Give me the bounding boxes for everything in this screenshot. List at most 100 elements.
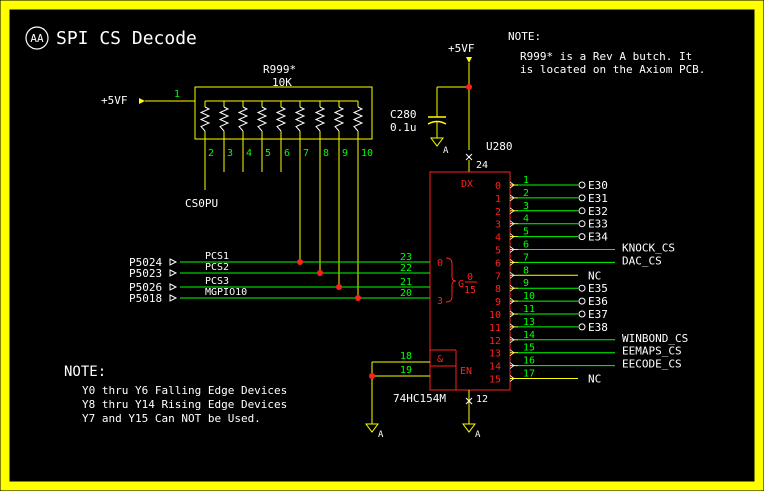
inverter-bubble-icon xyxy=(509,323,515,331)
resistor-pin-number: 3 xyxy=(227,148,233,159)
inverter-bubble-icon xyxy=(509,207,515,215)
decoder-g-range: 0 xyxy=(467,272,473,283)
inverter-bubble-icon xyxy=(509,220,515,228)
output-index: 3 xyxy=(495,220,501,231)
supply-arrow-icon xyxy=(466,57,472,63)
inverter-bubble-icon xyxy=(509,246,515,253)
offpage-connector-icon xyxy=(578,181,586,189)
offpage-connector-icon xyxy=(578,207,586,215)
supply-arrow-icon xyxy=(139,98,145,104)
enable-nets: 18 19 A xyxy=(365,351,430,440)
ground-icon xyxy=(462,423,476,433)
resistor-element-icon xyxy=(256,106,268,132)
decoder-part: 74HC154M xyxy=(393,392,446,405)
inverter-bubble-icon xyxy=(509,271,515,279)
decoder-ic: U280 DX G 0 15 0 3 & EN 74HC154M 12 A 01… xyxy=(393,140,513,440)
ground-icon xyxy=(365,423,379,433)
junction-dot xyxy=(355,295,361,301)
note-bottom-line: Y0 thru Y6 Falling Edge Devices xyxy=(82,384,287,397)
inverter-bubble-icon xyxy=(509,375,515,382)
offpage-connector-icon xyxy=(578,297,586,305)
vcc-pin-number: 24 xyxy=(476,160,488,171)
input-pin-number: 20 xyxy=(400,288,412,299)
capacitor-value: 0.1u xyxy=(390,121,417,134)
offpage-connector-icon xyxy=(578,323,586,331)
inverter-bubble-icon xyxy=(509,362,515,369)
offpage-connector-icon xyxy=(578,233,586,241)
resistor-element-icon xyxy=(199,106,211,132)
resistor-pin-number: 5 xyxy=(265,148,271,159)
decoder-ground-label: A xyxy=(475,430,481,440)
output-pin-number: 13 xyxy=(523,317,535,328)
note-bottom-heading: NOTE: xyxy=(64,364,106,380)
output-index: 11 xyxy=(489,323,501,334)
output-pin-number: 16 xyxy=(523,356,535,367)
pin-cross-icon xyxy=(465,153,473,161)
output-pin-number: 3 xyxy=(523,201,529,212)
input-pin-number: 21 xyxy=(400,277,412,288)
output-index: 7 xyxy=(495,271,501,282)
output-index: 14 xyxy=(489,362,501,373)
offpage-connector-icon xyxy=(578,194,586,202)
port-connector-icon xyxy=(169,294,178,302)
resistor-pack-body xyxy=(194,86,373,140)
resistor-pin-number: 9 xyxy=(342,148,348,159)
note-top-line: is located on the Axiom PCB. xyxy=(520,63,705,76)
ground-icon xyxy=(430,137,444,147)
note-top-line: R999* is a Rev A butch. It xyxy=(520,50,692,63)
output-pin-number: 10 xyxy=(523,291,535,302)
capacitor-ref: C280 xyxy=(390,108,417,121)
input-net-label: PCS1 xyxy=(205,251,229,262)
decoder-in-last: 3 xyxy=(437,296,443,307)
output-label: E34 xyxy=(588,231,608,244)
pin-cross-icon xyxy=(465,397,473,405)
offpage-connector-icon xyxy=(578,220,586,228)
enable-pin-number: 19 xyxy=(400,365,412,376)
enable-ground-label: A xyxy=(378,430,384,440)
page-title: SPI CS Decode xyxy=(56,28,197,49)
input-pin-number: 23 xyxy=(400,252,412,263)
offpage-connector-icon xyxy=(578,284,586,292)
note-bottom-line: Y8 thru Y14 Rising Edge Devices xyxy=(82,398,287,411)
output-pin-number: 11 xyxy=(523,304,535,315)
output-index: 6 xyxy=(495,258,501,269)
resistor-element-icon xyxy=(314,106,326,132)
output-label: NC xyxy=(588,373,601,386)
resistor-element-icon xyxy=(333,106,345,132)
inverter-bubble-icon xyxy=(509,310,515,318)
port-connector-icon xyxy=(169,269,178,277)
inverter-bubble-icon xyxy=(509,233,515,240)
input-port-label: P5024 xyxy=(129,256,162,269)
output-pin-number: 17 xyxy=(523,369,535,380)
decoder-g-range-bottom: 15 xyxy=(464,285,476,296)
title-badge-circle xyxy=(25,26,49,50)
output-label: E37 xyxy=(588,308,608,321)
output-label: KNOCK_CS xyxy=(622,242,675,255)
decoupling-capacitor: +5VF A C280 0.1u 24 xyxy=(390,42,488,172)
output-index: 10 xyxy=(489,310,501,321)
output-index: 9 xyxy=(495,297,501,308)
output-index: 12 xyxy=(489,336,501,347)
decoder-body xyxy=(429,171,511,391)
port-connector-icon xyxy=(169,258,178,266)
output-pin-number: 14 xyxy=(523,330,535,341)
output-label: E31 xyxy=(588,192,608,205)
inverter-bubble-icon xyxy=(509,336,515,344)
output-pin-number: 7 xyxy=(523,252,529,263)
input-port-label: P5023 xyxy=(129,267,162,280)
port-connector-icon xyxy=(169,283,178,291)
output-index: 8 xyxy=(495,284,501,295)
resistor-element-icon xyxy=(218,106,230,132)
resistor-ref: R999* xyxy=(263,63,296,76)
input-net-label: PCS3 xyxy=(205,276,229,287)
resistor-pin-number: 10 xyxy=(361,148,373,159)
inverter-bubble-icon xyxy=(509,181,515,189)
decoder-g-label: G xyxy=(458,279,464,290)
output-label: DAC_CS xyxy=(622,254,662,267)
title-block: AA SPI CS Decode xyxy=(25,26,197,50)
